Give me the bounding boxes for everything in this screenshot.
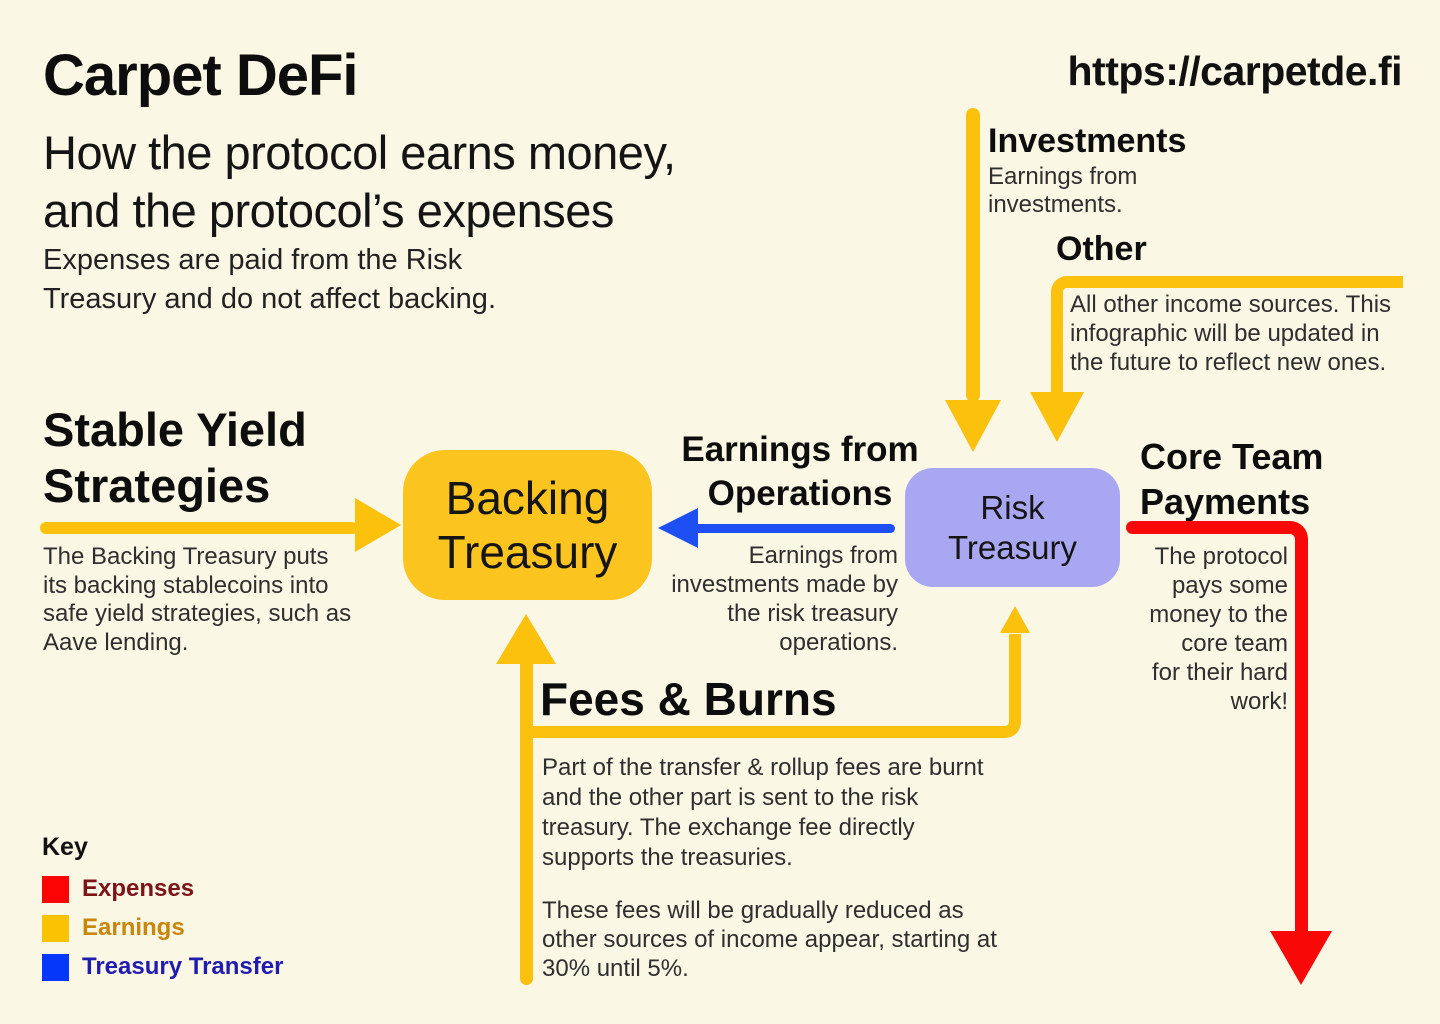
investments-heading: Investments — [988, 122, 1187, 160]
other-arrowhead-down-icon — [1030, 392, 1084, 442]
stable-yield-arrow-line — [40, 522, 358, 534]
earnings-color-swatch — [42, 914, 69, 942]
other-arrow-endcap — [1391, 276, 1403, 288]
fees-burns-heading: Fees & Burns — [540, 673, 837, 725]
stable-yield-description: The Backing Treasury puts its backing st… — [43, 543, 352, 656]
legend-label: Treasury Transfer — [82, 953, 284, 980]
fees-burns-paragraph-2: These fees will be gradually reduced as … — [542, 897, 997, 982]
other-description: All other income sources. This infograph… — [1070, 291, 1392, 376]
core-team-arrow-elbow — [1132, 521, 1308, 933]
page-note: Expenses are paid from the Risk Treasury… — [43, 244, 496, 315]
core-team-arrowhead-down-icon — [1270, 931, 1332, 985]
investments-description: Earnings from investments. — [988, 163, 1138, 218]
other-heading: Other — [1056, 230, 1147, 268]
legend-item-treasury-transfer: Treasury Transfer — [42, 953, 283, 981]
page-title: Carpet DeFi — [43, 43, 359, 108]
treasury-transfer-color-swatch — [42, 953, 69, 981]
page-subtitle: How the protocol earns money, and the pr… — [43, 126, 676, 237]
earnings-operations-heading: Earnings from Operations — [681, 430, 919, 513]
site-url: https://carpetde.fi — [1067, 48, 1403, 94]
fees-burns-paragraph-1: Part of the transfer & rollup fees are b… — [542, 754, 984, 871]
other-arrow-elbow — [1051, 276, 1403, 406]
investments-arrowhead-down-icon — [945, 400, 1001, 452]
legend-title: Key — [42, 833, 88, 861]
legend-label: Expenses — [82, 875, 195, 902]
expenses-color-swatch — [42, 875, 69, 903]
risk-treasury-node: Risk Treasury — [905, 468, 1120, 587]
legend-item-earnings: Earnings — [42, 914, 185, 942]
legend-item-expenses: Expenses — [42, 875, 194, 903]
core-team-description: The protocol pays some money to the core… — [1149, 543, 1288, 715]
fees-arrow-elbow — [533, 634, 1021, 738]
treasury-transfer-arrow-line — [692, 524, 895, 533]
earnings-operations-description: Earnings from investments made by the ri… — [671, 542, 898, 656]
stable-yield-heading: Stable Yield Strategies — [43, 403, 307, 512]
core-team-heading: Core Team Payments — [1140, 436, 1324, 522]
treasury-transfer-arrowhead-left-icon — [658, 508, 698, 548]
fees-arrow-stem — [520, 660, 533, 985]
stable-yield-arrowhead-right-icon — [355, 498, 401, 552]
investments-arrow-line — [966, 108, 980, 402]
legend-label: Earnings — [82, 914, 185, 941]
backing-treasury-node: Backing Treasury — [403, 450, 652, 600]
fees-arrowhead-up-risk-icon — [1000, 606, 1030, 633]
